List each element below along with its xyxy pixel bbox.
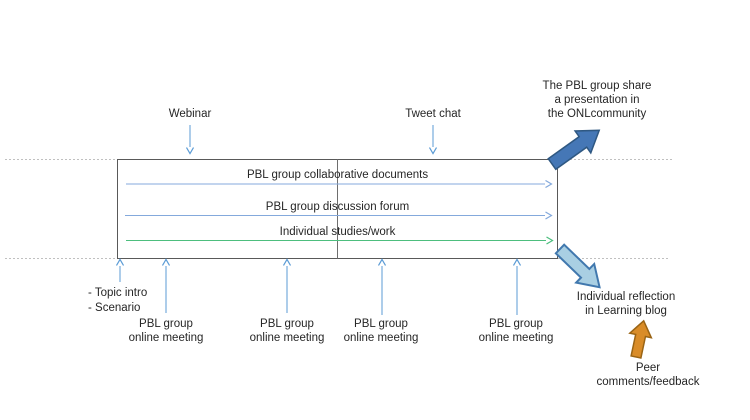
meeting-label-line: PBL group — [489, 318, 543, 330]
meeting-label-3: PBL group online meeting — [321, 317, 441, 345]
peer-feedback-arrow-icon — [628, 319, 653, 359]
share-presentation-note: The PBL group share a presentation in th… — [497, 79, 697, 121]
peer-note-line: comments/feedback — [596, 376, 700, 388]
topic-intro-line: - Topic intro — [88, 287, 148, 299]
individual-reflection-note: Individual reflection in Learning blog — [546, 290, 706, 318]
meeting-label-line: PBL group — [260, 318, 314, 330]
tweet-chat-label: Tweet chat — [405, 108, 461, 120]
meeting-label-line: online meeting — [343, 332, 419, 344]
topic-intro-note: - Topic intro - Scenario — [88, 286, 208, 316]
share-presentation-arrow-icon — [547, 129, 601, 171]
meeting-label-4: PBL group online meeting — [456, 317, 576, 345]
meeting-label-line: online meeting — [478, 332, 554, 344]
discussion-forum-label: PBL group discussion forum — [265, 201, 410, 213]
reflection-arrow-icon — [554, 243, 601, 289]
meeting-label-line: PBL group — [354, 318, 408, 330]
share-note-line: The PBL group share — [542, 80, 652, 92]
reflection-note-line: Individual reflection — [576, 291, 676, 303]
webinar-label: Webinar — [168, 108, 212, 120]
individual-studies-label: Individual studies/work — [279, 226, 396, 238]
share-note-line: a presentation in — [554, 94, 640, 106]
scenario-line: - Scenario — [88, 302, 141, 314]
meeting-label-line: online meeting — [249, 332, 325, 344]
share-note-line: the ONLcommunity — [547, 108, 647, 120]
meeting-label-2: PBL group online meeting — [227, 317, 347, 345]
meeting-label-1: PBL group online meeting — [106, 317, 226, 345]
meeting-label-line: online meeting — [128, 332, 204, 344]
collaborative-documents-label: PBL group collaborative documents — [246, 169, 429, 181]
peer-feedback-note: Peer comments/feedback — [568, 361, 728, 389]
reflection-note-line: in Learning blog — [585, 305, 667, 317]
meeting-label-line: PBL group — [139, 318, 193, 330]
peer-note-line: Peer — [635, 362, 661, 374]
